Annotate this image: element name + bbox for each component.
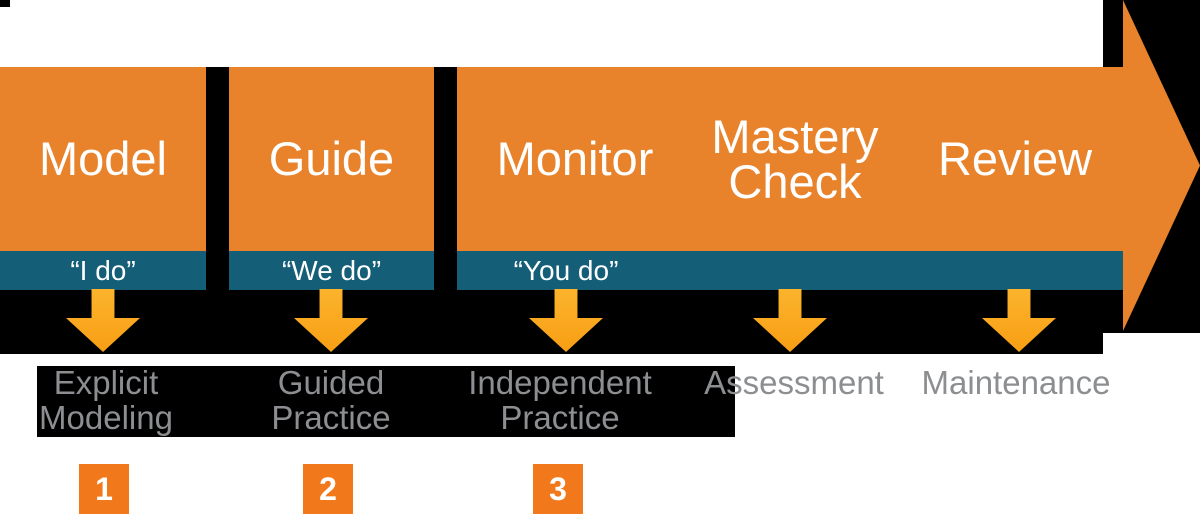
stage-label-explicit-modeling: Explicit Modeling xyxy=(6,365,206,435)
mastery-check-line2: Check xyxy=(728,155,862,208)
corner-artifact xyxy=(0,0,10,7)
segment-monitor-mastery-review xyxy=(457,67,1123,251)
step-number-badge-3: 3 xyxy=(533,464,583,514)
stage-label-line1: Explicit xyxy=(53,364,159,401)
segment-title-mastery-check: Mastery Check xyxy=(695,110,895,208)
teal-band-i-do xyxy=(0,251,206,290)
quote-i-do: “I do” xyxy=(70,255,136,286)
stage-label-black-band xyxy=(37,366,735,437)
mastery-check-line1: Mastery xyxy=(711,110,879,163)
teal-band-you-do xyxy=(457,251,1123,290)
stage-label-assessment: Assessment xyxy=(704,364,884,401)
stage-label-maintenance: Maintenance xyxy=(921,364,1111,401)
stage-label-line1: Guided xyxy=(277,364,385,401)
segment-model xyxy=(0,67,206,251)
segment-title-model: Model xyxy=(38,132,167,185)
stage-label-line1: Independent xyxy=(468,364,652,401)
stage-label-line2: Practice xyxy=(271,399,391,436)
segment-title-guide: Guide xyxy=(268,132,395,185)
stage-label-guided-practice: Guided Practice xyxy=(231,365,431,435)
stage-label-independent-practice: Independent Practice xyxy=(460,365,660,435)
segment-title-review: Review xyxy=(937,132,1093,185)
segment-title-monitor: Monitor xyxy=(496,132,654,185)
teal-band-we-do xyxy=(229,251,434,290)
stage-label-line2: Practice xyxy=(500,399,620,436)
quote-we-do: “We do” xyxy=(281,255,382,286)
stage-label-line2: Modeling xyxy=(39,399,173,436)
quote-you-do: “You do” xyxy=(513,255,619,286)
step-number-badge-1: 1 xyxy=(79,464,129,514)
segment-guide xyxy=(229,67,434,251)
step-number-badge-2: 2 xyxy=(303,464,353,514)
